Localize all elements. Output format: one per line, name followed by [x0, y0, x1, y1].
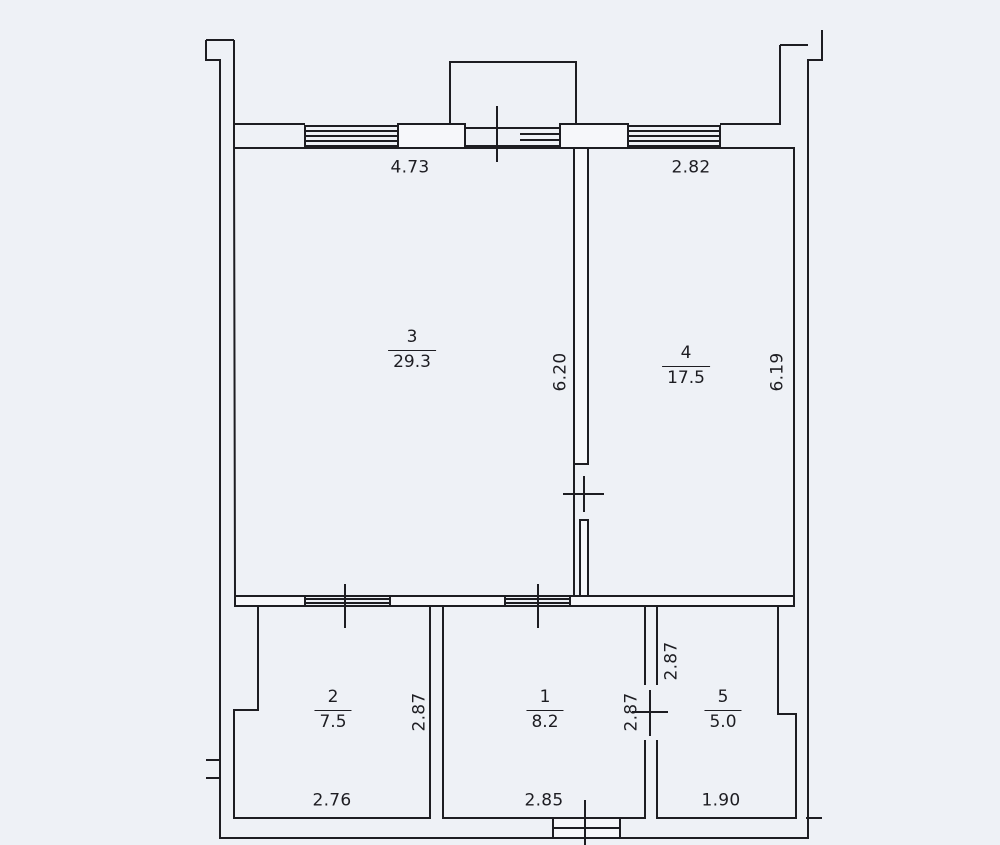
window-room-4: [627, 125, 721, 147]
room-number: 5: [717, 687, 729, 707]
room-number: 2: [327, 687, 339, 707]
room-1-outline: [442, 605, 668, 819]
dimension-room-2-width: 2.76: [312, 790, 352, 811]
dimension-room-2-length: 2.87: [409, 692, 430, 732]
room-5-outline: [656, 605, 797, 819]
dimension-room-5-length: 2.87: [661, 641, 682, 681]
room-area: 29.3: [388, 349, 436, 373]
room-label-1: 1 8.2: [526, 687, 564, 733]
room-area: 7.5: [314, 709, 352, 733]
room-2-outline: [233, 605, 431, 819]
entry-door: [552, 800, 621, 845]
room-area: 8.2: [526, 709, 564, 733]
room-number: 3: [406, 327, 418, 347]
room-number: 4: [680, 343, 692, 363]
window-room-3: [304, 125, 399, 147]
dimension-room-4-length: 6.19: [767, 352, 788, 392]
balcony: [449, 61, 577, 124]
room-label-2: 2 7.5: [314, 687, 352, 733]
partition-3-4: [563, 147, 604, 597]
room-area: 17.5: [662, 365, 710, 389]
room-label-5: 5 5.0: [704, 687, 742, 733]
balcony-door: [465, 106, 560, 162]
dimension-room-3-width: 4.73: [390, 157, 430, 178]
dimension-room-3-length: 6.20: [550, 352, 571, 392]
room-label-4: 4 17.5: [662, 343, 710, 389]
dimension-room-1-width: 2.85: [524, 790, 564, 811]
room-number: 1: [539, 687, 551, 707]
dimension-room-5-width: 1.90: [701, 790, 741, 811]
dimension-room-1-length: 2.87: [621, 692, 642, 732]
room-label-3: 3 29.3: [388, 327, 436, 373]
dimension-room-4-width: 2.82: [671, 157, 711, 178]
room-area: 5.0: [704, 709, 742, 733]
